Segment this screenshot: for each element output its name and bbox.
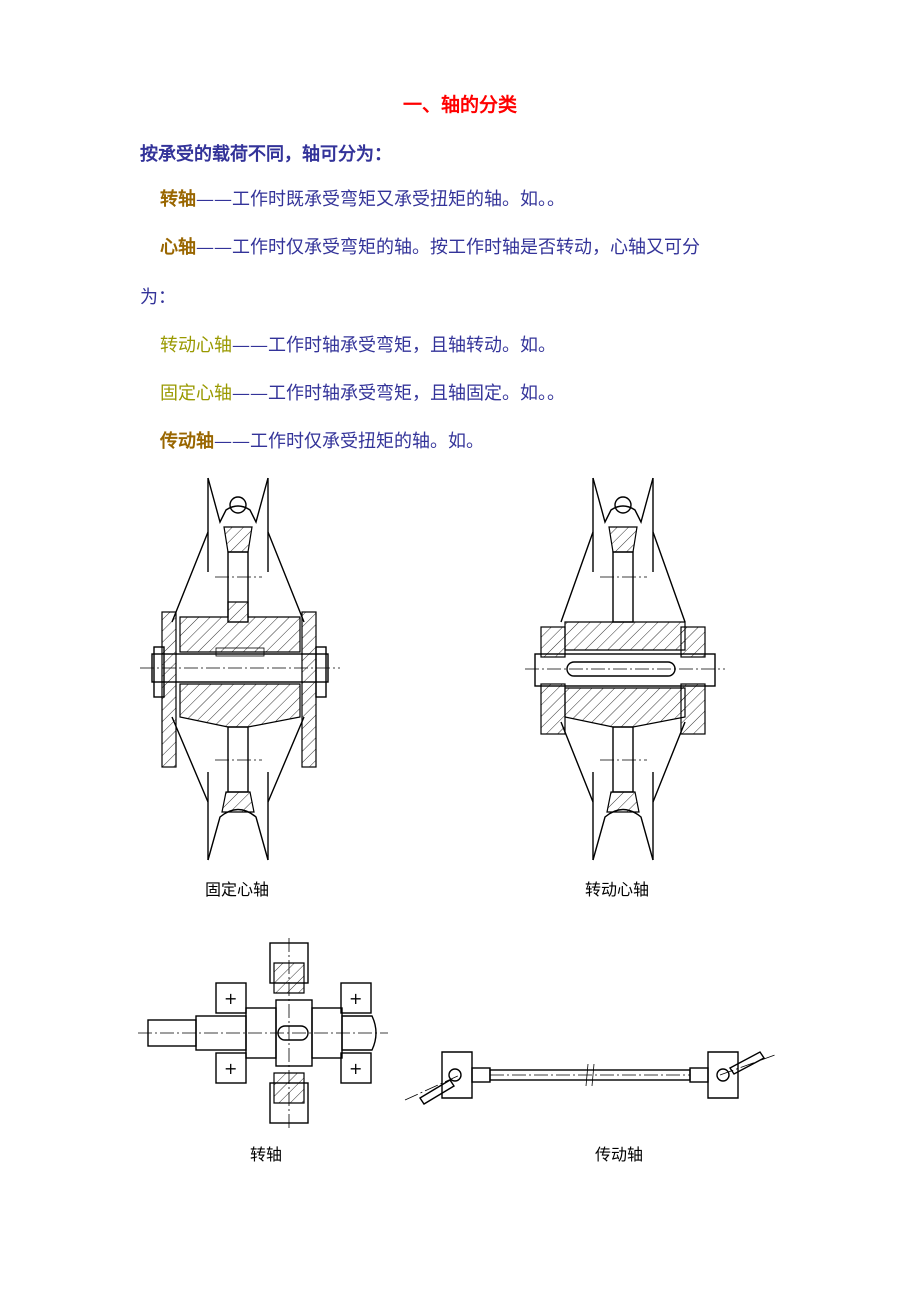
item-transmission-shaft: 传动轴——工作时仅承受扭矩的轴。如。 bbox=[140, 430, 820, 454]
svg-text:+: + bbox=[349, 1059, 362, 1078]
term: 传动轴 bbox=[160, 431, 214, 452]
svg-text:+: + bbox=[224, 989, 237, 1008]
desc: ——工作时轴承受弯矩，且轴固定。如。。 bbox=[232, 383, 565, 404]
desc: ——工作时轴承受弯矩，且轴转动。如。 bbox=[232, 335, 556, 356]
caption-rotating-shaft: 转轴 bbox=[250, 1145, 283, 1164]
term: 心轴 bbox=[160, 237, 196, 258]
svg-text:+: + bbox=[349, 989, 362, 1008]
item-rotating-mandrel: 转动心轴——工作时轴承受弯矩，且轴转动。如。 bbox=[140, 334, 820, 358]
item-mandrel-continuation: 为： bbox=[140, 287, 176, 308]
term: 转动心轴 bbox=[160, 335, 232, 356]
transmission-shaft-figure bbox=[404, 1051, 776, 1105]
caption-rotating-mandrel: 转动心轴 bbox=[585, 880, 650, 899]
caption-transmission-shaft: 传动轴 bbox=[595, 1145, 644, 1164]
desc: ——工作时既承受弯矩又承受扭矩的轴。如。。 bbox=[196, 189, 565, 210]
item-mandrel: 心轴——工作时仅承受弯矩的轴。按工作时轴是否转动，心轴又可分 bbox=[140, 236, 820, 260]
term: 固定心轴 bbox=[160, 383, 232, 404]
desc: ——工作时仅承受弯矩的轴。按工作时轴是否转动，心轴又可分 bbox=[196, 237, 700, 258]
svg-text:+: + bbox=[224, 1059, 237, 1078]
page-title: 一、轴的分类 bbox=[402, 94, 517, 116]
item-rotating-shaft: 转轴——工作时既承受弯矩又承受扭矩的轴。如。。 bbox=[140, 188, 820, 212]
desc: ——工作时仅承受扭矩的轴。如。 bbox=[214, 431, 484, 452]
intro-text: 按承受的载荷不同，轴可分为： bbox=[140, 144, 392, 165]
fixed-mandrel-figure bbox=[140, 477, 340, 861]
rotating-shaft-figure: + + + + bbox=[138, 938, 388, 1128]
term: 转轴 bbox=[160, 189, 196, 210]
rotating-mandrel-figure bbox=[525, 477, 725, 861]
caption-fixed-mandrel: 固定心轴 bbox=[205, 880, 270, 899]
item-fixed-mandrel: 固定心轴——工作时轴承受弯矩，且轴固定。如。。 bbox=[140, 382, 820, 406]
